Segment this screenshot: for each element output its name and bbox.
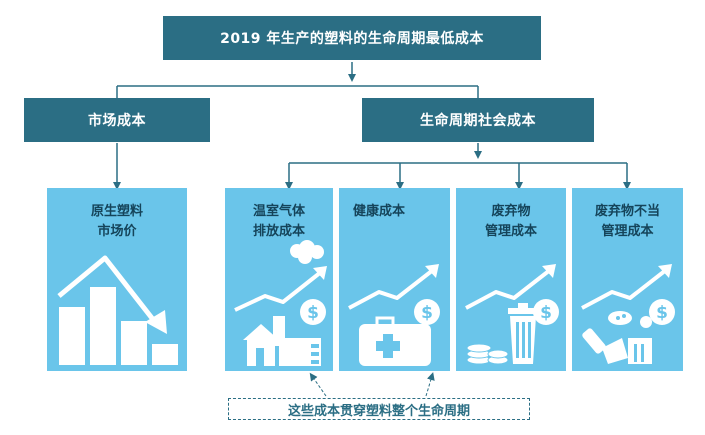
lifecycle-note-text: 这些成本贯穿塑料整个生命周期 <box>287 403 470 419</box>
panel-title: 原生塑料 市场价 <box>90 204 143 239</box>
dashed-arrow-left <box>309 372 327 397</box>
panel-title: 温室气体 排放成本 <box>252 204 305 239</box>
dashed-arrow-right <box>425 372 435 397</box>
scattered-waste-icon: $ <box>581 264 675 364</box>
svg-text:$: $ <box>540 303 552 323</box>
top-title-box: 2019 年生产的塑料的生命周期最低成本 <box>163 16 541 60</box>
svg-text:$: $ <box>656 303 668 323</box>
panel-mismanaged-waste-cost: 废弃物不当 管理成本 $ <box>572 188 683 371</box>
trash-bin-coins-icon: $ <box>465 264 559 365</box>
lifecycle-note-box: 这些成本贯穿塑料整个生命周期 <box>228 398 530 420</box>
panel-virgin-plastic-price: 原生塑料 市场价 <box>47 188 187 371</box>
market-cost-box: 市场成本 <box>24 98 210 142</box>
medical-kit-icon: $ <box>348 264 440 366</box>
panel-waste-management-cost: 废弃物 管理成本 $ <box>456 188 566 371</box>
svg-text:$: $ <box>307 303 319 323</box>
falling-bar-chart-icon <box>57 255 178 365</box>
top-title: 2019 年生产的塑料的生命周期最低成本 <box>220 31 484 47</box>
lifecycle-cost-box: 生命周期社会成本 <box>362 98 594 142</box>
panel-title: 健康成本 <box>353 204 406 219</box>
panel-ghg-emission-cost: 温室气体 排放成本 $ <box>225 188 333 371</box>
panel-title: 废弃物 管理成本 <box>484 204 537 239</box>
panel-health-cost: 健康成本 $ <box>339 188 450 371</box>
panel-title: 废弃物不当 管理成本 <box>594 204 660 239</box>
market-cost-label: 市场成本 <box>88 113 146 129</box>
lifecycle-cost-label: 生命周期社会成本 <box>420 113 536 129</box>
svg-text:$: $ <box>421 303 433 323</box>
factory-emission-icon: $ <box>234 240 327 366</box>
